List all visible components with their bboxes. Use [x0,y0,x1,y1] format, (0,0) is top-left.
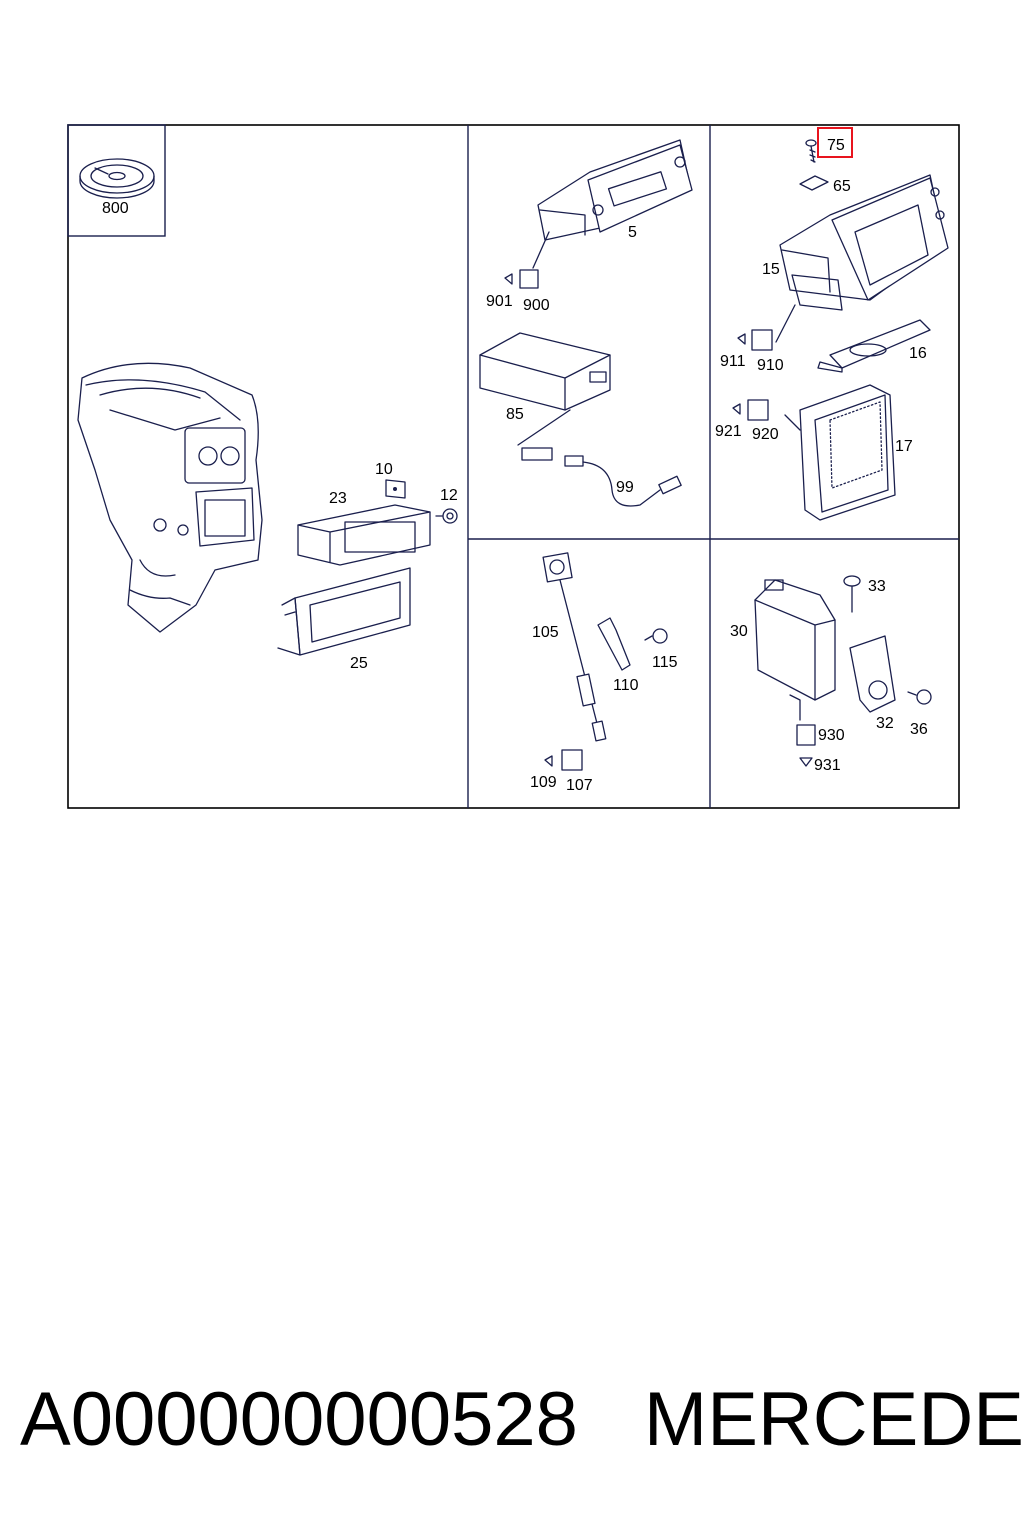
part-10-clip [385,479,406,499]
callout-15: 15 [762,261,780,278]
dashboard-illustration [77,362,263,633]
callout-17: 17 [895,438,913,455]
callout-105: 105 [532,624,559,641]
part-99-cable [517,409,682,507]
callout-900: 900 [523,297,550,314]
connector-109-107 [544,749,583,771]
connector-930-931 [796,724,816,767]
callout-12: 12 [440,487,458,504]
callout-115: 115 [652,654,678,671]
part-36-screw [907,689,932,705]
connector-911-910 [737,329,773,351]
callout-75-highlight [817,127,853,158]
callout-901: 901 [486,293,513,310]
part-115-screw [644,628,668,644]
callout-10: 10 [375,461,393,478]
part-15-nav-unit [775,174,949,343]
callout-75: 75 [827,137,845,154]
part-110-bracket [597,617,631,671]
part-33-screw [843,575,861,613]
footer-caption: A000000000528 MERCEDES [20,1370,1024,1470]
part-25-bracket [277,567,411,656]
cd-icon [79,158,155,199]
callout-65: 65 [833,178,851,195]
connector-901-900 [504,269,539,289]
callout-931: 931 [814,757,841,774]
callout-33: 33 [868,578,886,595]
part-number: A000000000528 [20,1377,578,1462]
diagram-frame [67,124,960,809]
part-30-module [754,579,836,721]
callout-920: 920 [752,426,779,443]
part-17-amplifier [784,384,896,521]
callout-109: 109 [530,774,557,791]
part-65-clip [799,175,829,191]
part-23-frame [297,504,431,566]
part-16-drive [817,319,931,373]
callout-16: 16 [909,345,927,362]
callout-5: 5 [628,224,637,241]
brand-name: MERCEDES [643,1377,1024,1462]
part-75-screw [805,139,817,163]
callout-921: 921 [715,423,742,440]
cd-box [67,124,166,237]
callout-107: 107 [566,777,593,794]
part-32-plate [849,635,896,713]
part-12-screw [435,508,458,524]
callout-85: 85 [506,406,524,423]
callout-23: 23 [329,490,347,507]
callout-36: 36 [910,721,928,738]
callout-110: 110 [613,677,639,694]
part-85-module [479,332,611,411]
callout-30: 30 [730,623,748,640]
callout-32: 32 [876,715,894,732]
callout-911: 911 [720,353,746,370]
callout-99: 99 [616,479,634,496]
callout-930: 930 [818,727,845,744]
part-5-head-unit [532,139,693,269]
part-105-antenna [542,552,607,742]
callout-910: 910 [757,357,784,374]
callout-25: 25 [350,655,368,672]
parts-diagram: 800 5 901 900 85 99 10 12 23 25 75 65 15… [67,124,960,809]
connector-921-920 [732,399,769,421]
callout-800: 800 [102,200,129,217]
